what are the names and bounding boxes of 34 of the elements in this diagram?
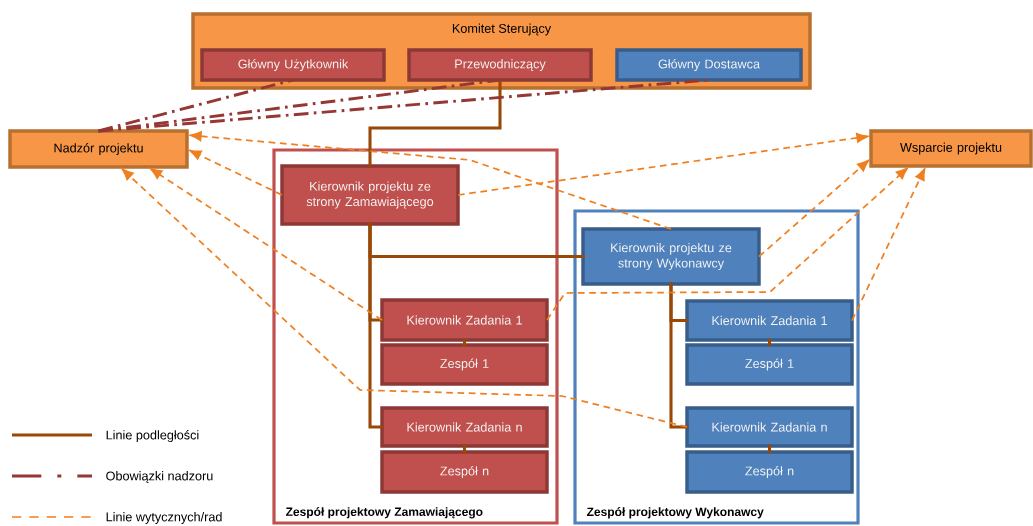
role-box: Zespół 1 xyxy=(685,343,854,386)
guidance-arrow xyxy=(121,168,688,428)
reporting-line xyxy=(767,444,772,454)
reporting-line xyxy=(669,282,689,429)
role-box: Zespół n xyxy=(380,450,549,494)
role-box: Kierownik Zadania n xyxy=(685,406,854,448)
role-box: Kierownik projektu ze strony Zamawiającego xyxy=(280,164,460,226)
guidance-arrow xyxy=(546,167,909,321)
guidance-arrow xyxy=(150,168,383,321)
supervision-line xyxy=(98,78,710,133)
legend-label: Linie podległości xyxy=(106,430,199,442)
reporting-line xyxy=(767,338,772,347)
role-box: Nadzór projektu xyxy=(8,129,189,169)
reporting-line xyxy=(368,222,585,259)
guidance-arrow xyxy=(457,132,869,196)
role-box: Kierownik projektu ze strony Wykonawcy xyxy=(581,227,761,286)
legend-label: Obowiązki nadzoru xyxy=(106,471,213,483)
guidance-arrow xyxy=(189,149,283,196)
role-box: Zespół 1 xyxy=(380,343,549,386)
role-box: Kierownik Zadania n xyxy=(380,406,549,448)
reporting-line xyxy=(462,338,467,347)
role-box: Główny Użytkownik xyxy=(200,48,386,82)
role-box: Kierownik Zadania 1 xyxy=(685,299,854,342)
legend-label: Linie wytycznych/rad xyxy=(106,512,222,524)
role-box: Wsparcie projektu xyxy=(869,129,1033,168)
guidance-arrow xyxy=(851,168,926,322)
guidance-arrow xyxy=(189,131,672,230)
guidance-arrow xyxy=(758,159,870,258)
reporting-line xyxy=(462,444,467,454)
reporting-line xyxy=(368,78,502,168)
role-box: Kierownik Zadania 1 xyxy=(380,298,549,342)
role-box: Zespół n xyxy=(685,450,854,494)
role-box: Główny Dostawca xyxy=(615,48,803,82)
role-box: Przewodniczący xyxy=(407,48,593,82)
